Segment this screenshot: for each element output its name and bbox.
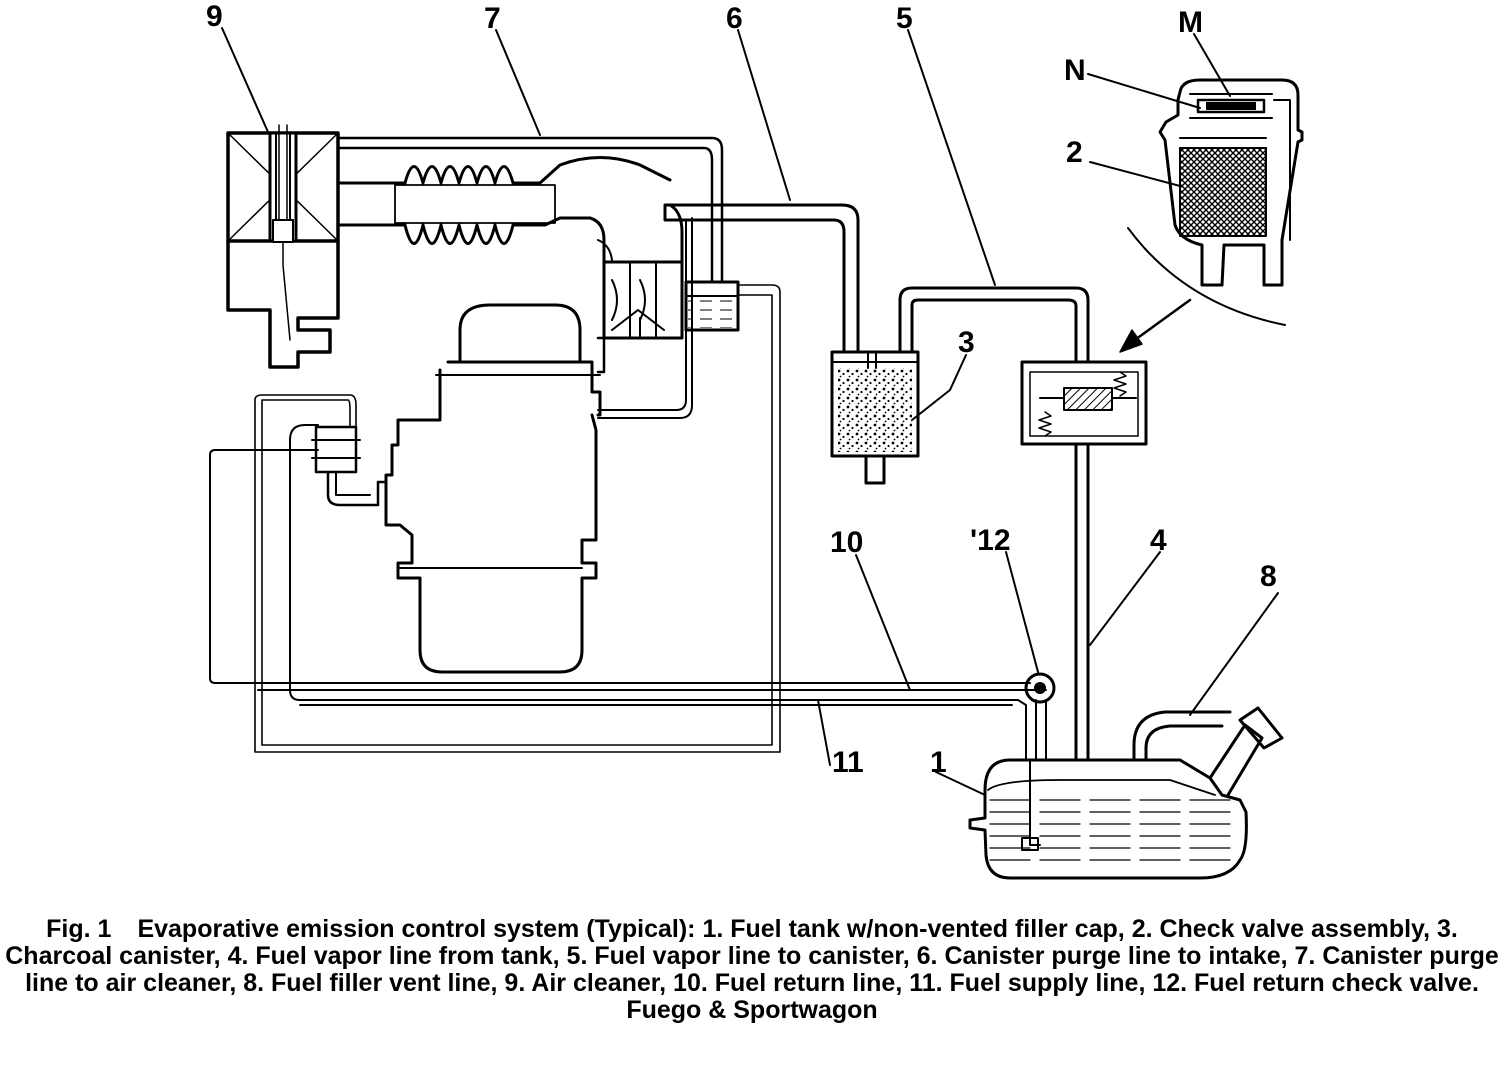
- callout-labels: 9 7 6 5 M N 2 3 10 '12 4 8 11 1: [206, 0, 1277, 779]
- fuel-filler-vent-line: [1132, 706, 1284, 797]
- inset-pointer-arrow: [1130, 298, 1192, 344]
- check-valve-assembly: [1020, 360, 1148, 446]
- charcoal-canister: [830, 350, 920, 485]
- label-5: 5: [896, 2, 913, 35]
- check-valve-cutaway-inset: [1158, 78, 1304, 287]
- label-2: 2: [1066, 136, 1083, 169]
- leader-lines: [221, 27, 1279, 796]
- fuel-tank: [968, 758, 1248, 880]
- canister-purge-line-intake: [663, 203, 860, 354]
- intake-duct-bellows: [336, 156, 672, 245]
- label-4: 4: [1150, 524, 1167, 557]
- vapor-line-from-tank: [1074, 442, 1090, 762]
- air-cleaner: [226, 124, 340, 369]
- label-n: N: [1064, 54, 1086, 87]
- label-8: 8: [1260, 560, 1277, 593]
- fuel-return-check-valve: [1024, 672, 1056, 704]
- label-11: 11: [832, 746, 864, 779]
- vapor-line-to-canister: [898, 286, 1090, 364]
- label-12: '12: [970, 524, 1011, 557]
- fuel-supply-line: [289, 424, 1037, 761]
- fuel-return-line: [209, 449, 1047, 761]
- inset-pointer-curve: [1127, 227, 1286, 326]
- engine-block: [384, 303, 602, 674]
- label-6: 6: [726, 2, 743, 35]
- label-9: 9: [206, 0, 223, 33]
- canister-purge-line-air-cleaner: [336, 136, 724, 284]
- pressure-regulator: [311, 425, 388, 507]
- throttle-body: [588, 203, 740, 374]
- label-3: 3: [958, 326, 975, 359]
- label-m: M: [1178, 6, 1203, 39]
- label-1: 1: [930, 746, 947, 779]
- vacuum-hose: [597, 217, 693, 419]
- evap-system-diagram: 9 7 6 5 M N 2 3 10 '12 4 8 11 1: [206, 0, 1304, 880]
- label-10: 10: [830, 526, 863, 559]
- figure-number: Fig. 1: [46, 915, 112, 943]
- fuel-circuit-lines: [254, 284, 781, 753]
- label-7: 7: [484, 2, 501, 35]
- figure-caption-text: Evaporative emission control system (Typ…: [5, 915, 1499, 1024]
